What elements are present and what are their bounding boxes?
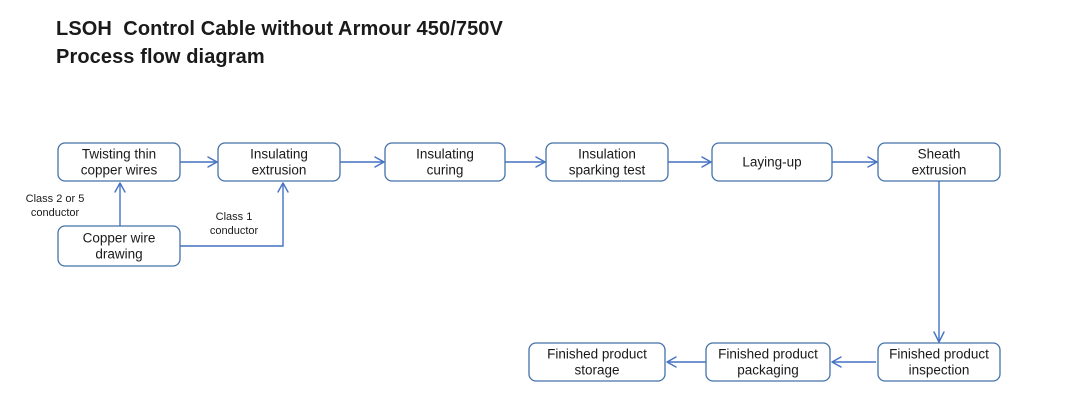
edge-drawing-to-insulating-extrusion (180, 182, 289, 247)
node-label-line-2: curing (427, 163, 464, 178)
node-box[interactable] (877, 342, 1001, 382)
node-insulating-curing[interactable]: Insulating curing (384, 142, 506, 182)
node-label-line-2: inspection (909, 363, 970, 378)
nodes-layer: Twisting thin copper wires Insulating ex… (57, 142, 1001, 382)
class-2-5-line-1: Class 2 or 5 (26, 193, 85, 205)
node-label-line-1: Finished product (718, 347, 818, 362)
node-box[interactable] (705, 342, 831, 382)
edge-label-class-2-or-5-conductor: Class 2 or 5 conductor (26, 193, 85, 219)
class-1-line-1: Class 1 (216, 211, 253, 223)
edge-packaging-to-storage (666, 356, 706, 368)
node-label-line-2: storage (574, 363, 619, 378)
node-label-line-2: extrusion (912, 163, 967, 178)
class-1-line-2: conductor (210, 225, 259, 237)
node-box[interactable] (545, 142, 669, 182)
title-line-2: Process flow diagram (56, 46, 265, 68)
node-label-line-1: Finished product (889, 347, 989, 362)
node-label-line-1: Finished product (547, 347, 647, 362)
node-label-line-1: Twisting thin (82, 147, 156, 162)
node-label-line-1: Laying-up (742, 155, 801, 170)
edge-sheath-to-inspection (933, 181, 945, 343)
edge-twisting-to-insulating-extrusion (180, 156, 218, 168)
node-finished-product-packaging[interactable]: Finished product packaging (705, 342, 831, 382)
edge-sparking-test-to-laying-up (668, 156, 712, 168)
node-box[interactable] (384, 142, 506, 182)
node-insulating-extrusion[interactable]: Insulating extrusion (217, 142, 341, 182)
edge-labels-layer: Class 2 or 5 conductor Class 1 conductor (26, 193, 259, 237)
node-label-line-1: Copper wire (83, 231, 156, 246)
node-label-line-2: extrusion (252, 163, 307, 178)
edge-inspection-to-packaging (831, 356, 876, 368)
node-label-line-2: drawing (95, 247, 142, 262)
edge-insulating-extrusion-to-insulating-curing (340, 156, 385, 168)
node-box[interactable] (877, 142, 1001, 182)
page-title: LSOH Control Cable without Armour 450/75… (56, 15, 756, 71)
class-2-5-line-2: conductor (31, 207, 80, 219)
node-sheath-extrusion[interactable]: Sheath extrusion (877, 142, 1001, 182)
node-insulation-sparking-test[interactable]: Insulation sparking test (545, 142, 669, 182)
node-laying-up[interactable]: Laying-up (711, 142, 833, 182)
edge-insulating-curing-to-sparking-test (505, 156, 546, 168)
node-label-line-2: copper wires (81, 163, 158, 178)
node-finished-product-inspection[interactable]: Finished product inspection (877, 342, 1001, 382)
edge-drawing-to-twisting (114, 182, 126, 226)
node-box[interactable] (57, 142, 181, 182)
node-box[interactable] (57, 225, 181, 267)
node-label-line-1: Insulation (578, 147, 636, 162)
node-label-line-2: packaging (737, 363, 799, 378)
node-label-line-1: Sheath (918, 147, 961, 162)
node-twisting-thin-copper-wires[interactable]: Twisting thin copper wires (57, 142, 181, 182)
node-label-line-1: Insulating (416, 147, 474, 162)
node-box[interactable] (217, 142, 341, 182)
node-box[interactable] (528, 342, 666, 382)
title-line-1: LSOH Control Cable without Armour 450/75… (56, 18, 503, 40)
node-box[interactable] (711, 142, 833, 182)
edge-laying-up-to-sheath-extrusion (832, 156, 878, 168)
node-copper-wire-drawing[interactable]: Copper wire drawing (57, 225, 181, 267)
node-finished-product-storage[interactable]: Finished product storage (528, 342, 666, 382)
node-label-line-2: sparking test (569, 163, 646, 178)
edges-layer (114, 156, 945, 368)
edge-label-class-1-conductor: Class 1 conductor (210, 211, 259, 237)
node-label-line-1: Insulating (250, 147, 308, 162)
